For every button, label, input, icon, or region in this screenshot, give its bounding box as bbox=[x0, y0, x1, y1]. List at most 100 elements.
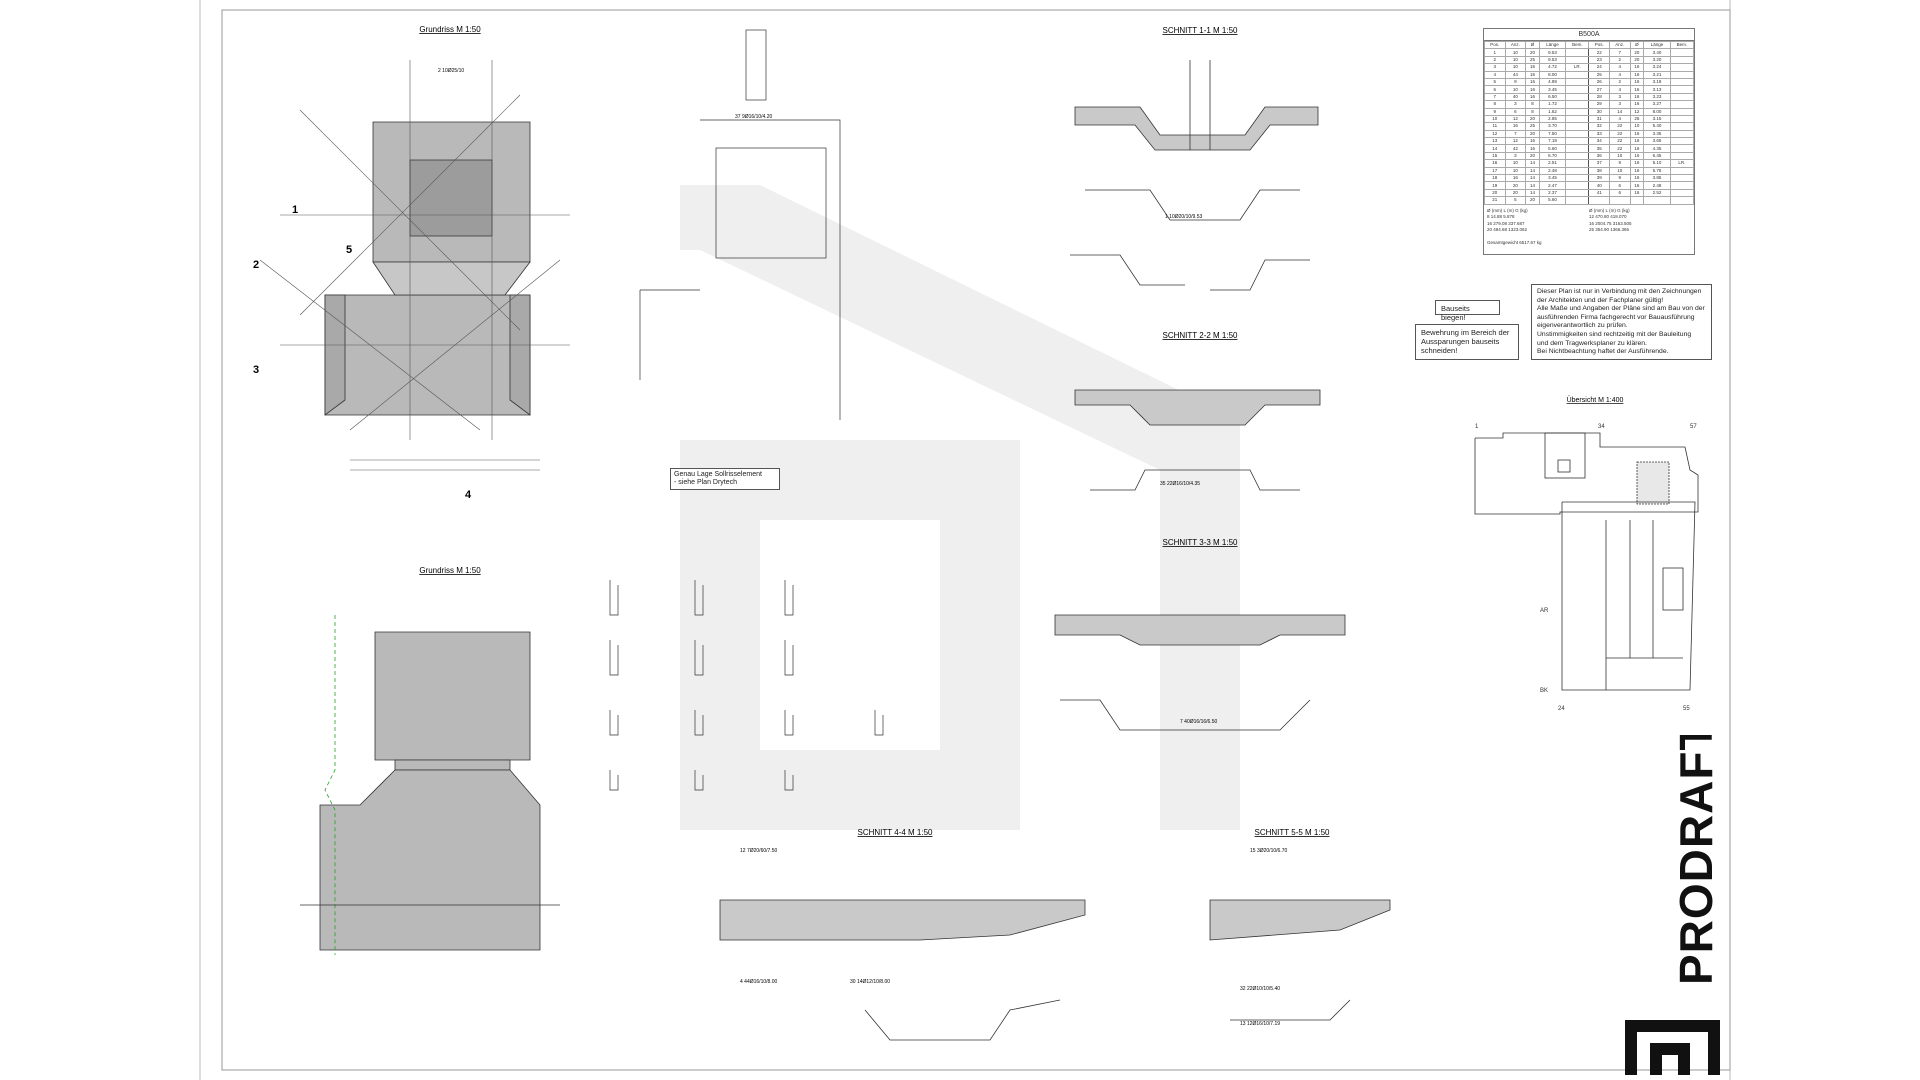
detail-elevation bbox=[639, 29, 841, 420]
summary-line: 16 2004.75 3163.505 bbox=[1589, 220, 1632, 226]
table-cell: 16 bbox=[1629, 174, 1645, 183]
table-cell: 29 bbox=[1588, 100, 1610, 109]
table-cell bbox=[1669, 48, 1695, 57]
table-cell bbox=[1669, 77, 1695, 87]
table-cell: 6 bbox=[1608, 181, 1631, 190]
table-cell: 16 bbox=[1629, 144, 1645, 153]
table-cell: 28 bbox=[1588, 92, 1610, 102]
table-cell: 15 bbox=[1484, 151, 1506, 161]
bar-label: 32 22Ø10/10/5.40 bbox=[1240, 986, 1280, 992]
brand-name: PRODRAFT bbox=[1670, 735, 1722, 985]
table-cell: LR. bbox=[1565, 63, 1590, 72]
table-cell: 2.52 bbox=[1643, 188, 1671, 198]
table-cell bbox=[1669, 174, 1695, 183]
table-cell: 3.45 bbox=[1538, 174, 1567, 183]
table-cell bbox=[1669, 55, 1695, 65]
table-cell: 9.53 bbox=[1538, 55, 1567, 65]
table-cell: 16 bbox=[1629, 100, 1645, 109]
schnitt-4-section bbox=[719, 899, 1086, 1041]
summary-line: Ø (mm) L (m) G (kg) bbox=[1487, 207, 1528, 213]
table-cell bbox=[1669, 107, 1695, 116]
table-cell: 2.48 bbox=[1538, 166, 1567, 176]
table-cell: 10 bbox=[1504, 63, 1527, 72]
table-cell bbox=[1565, 85, 1590, 94]
column-header: Ø bbox=[1629, 40, 1645, 50]
table-cell bbox=[1565, 100, 1590, 109]
table-cell: 34 bbox=[1588, 137, 1610, 146]
table-cell: 18 bbox=[1484, 174, 1506, 183]
table-cell: 14 bbox=[1525, 181, 1540, 190]
table-cell bbox=[1643, 196, 1671, 205]
schnitt-3-section bbox=[1054, 614, 1346, 731]
table-cell: 16 bbox=[1525, 70, 1540, 79]
table-cell: 16 bbox=[1484, 159, 1506, 168]
table-cell: 20 bbox=[1629, 48, 1645, 57]
bar-label: 7 40Ø16/16/6.50 bbox=[1180, 719, 1217, 725]
grundriss-top-plan bbox=[259, 60, 570, 471]
table-cell: 7 bbox=[1484, 92, 1506, 102]
table-cell: 2 bbox=[1608, 55, 1631, 65]
table-cell: 39 bbox=[1588, 174, 1610, 183]
svg-text:5: 5 bbox=[346, 244, 352, 256]
table-cell: 20 bbox=[1525, 114, 1540, 124]
table-cell: 20 bbox=[1504, 188, 1527, 198]
uebersicht-plan bbox=[1474, 432, 1699, 691]
table-cell: 16 bbox=[1504, 122, 1527, 131]
table-cell: 14 bbox=[1525, 159, 1540, 168]
table-cell: 36 bbox=[1588, 151, 1610, 161]
column-header: Pos. bbox=[1588, 40, 1610, 50]
table-cell: 22 bbox=[1608, 144, 1631, 153]
table-cell: 4.35 bbox=[1643, 144, 1671, 153]
column-header: Ø bbox=[1525, 40, 1540, 50]
column-header: Bem. bbox=[1565, 40, 1590, 50]
table-cell: 3.23 bbox=[1643, 92, 1671, 102]
table-cell: 1.72 bbox=[1538, 100, 1567, 109]
table-cell bbox=[1669, 151, 1695, 161]
table-cell: 37 bbox=[1588, 159, 1610, 168]
table-cell: 4 bbox=[1608, 85, 1631, 94]
schnitt-2-section bbox=[1074, 389, 1321, 491]
table-cell: 13 bbox=[1484, 137, 1506, 146]
table-cell: 3 bbox=[1484, 63, 1506, 72]
table-cell: 2.85 bbox=[1538, 114, 1567, 124]
brand-icon bbox=[1625, 1020, 1720, 1075]
table-cell bbox=[1565, 174, 1590, 183]
table-cell: 10 bbox=[1504, 159, 1527, 168]
table-cell: 16 bbox=[1504, 174, 1527, 183]
table-cell bbox=[1588, 196, 1610, 205]
table-cell bbox=[1669, 85, 1695, 94]
note-bauseits-biegen: Bauseits biegen! bbox=[1435, 300, 1500, 322]
bar-label: 4 44Ø16/10/8.00 bbox=[740, 979, 777, 985]
table-cell: 10 bbox=[1484, 114, 1506, 124]
table-cell: 3.21 bbox=[1643, 70, 1671, 79]
table-cell: 1 bbox=[1484, 48, 1506, 57]
table-cell: 16 bbox=[1525, 63, 1540, 72]
table-cell bbox=[1669, 129, 1695, 139]
table-cell: 14 bbox=[1525, 174, 1540, 183]
table-cell: 3.18 bbox=[1643, 77, 1671, 87]
table-cell bbox=[1565, 114, 1590, 124]
summary-line: Ø (mm) L (m) G (kg) bbox=[1589, 207, 1630, 213]
table-cell: 3 bbox=[1504, 100, 1527, 109]
table-cell: 24 bbox=[1588, 63, 1610, 72]
table-cell: 20 bbox=[1525, 48, 1540, 57]
table-cell bbox=[1565, 144, 1590, 153]
table-cell: 16 bbox=[1629, 129, 1645, 139]
table-cell bbox=[1565, 55, 1590, 65]
table-cell: 6 bbox=[1608, 188, 1631, 198]
bar-label: 2 10Ø25/10 bbox=[438, 68, 464, 74]
table-cell: 20 bbox=[1525, 129, 1540, 139]
svg-text:AR: AR bbox=[1540, 608, 1549, 614]
table-cell: 22 bbox=[1608, 122, 1631, 131]
svg-text:24: 24 bbox=[1558, 706, 1565, 712]
